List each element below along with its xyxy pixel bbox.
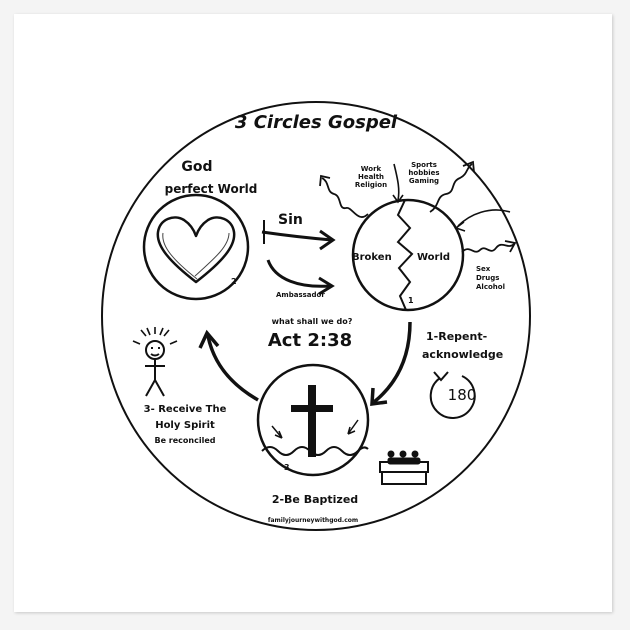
broken-world-circle [351,198,465,312]
poster-paper [14,14,612,612]
turn-180-icon [429,375,476,419]
baptism-pool-icon [379,450,429,485]
ambassador-arrow [266,259,331,288]
alcohol-label: Alcohol [476,283,505,291]
holy-spirit-label: Holy Spirit [155,420,215,431]
baptized-label: 2-Be Baptized [271,493,359,506]
god-circle [142,193,250,301]
health-label: Health [357,173,385,181]
sin-label: Sin [278,212,303,228]
sports-label: Sports [411,161,437,169]
broken-label: Broken [352,252,392,263]
hobbies-label: hobbies [408,169,440,177]
what-shall-label: what shall we do? [271,317,353,326]
perfect-world-label: perfect World [164,182,258,196]
squiggle-arrow-left [321,177,369,218]
acknowledge-label: acknowledge [422,348,504,361]
stick-figure-icon [132,327,178,397]
outer-circle [101,101,531,531]
work-label: Work [360,165,382,173]
ambassador-label: Ambassador [276,291,325,299]
sin-arrow [261,230,333,242]
website-label: familyjourneywithgod.com [267,517,359,524]
world-label: World [417,252,451,263]
receive-arrow [206,335,259,402]
squiggle-arrow-right [429,163,473,213]
reconciled-label: Be reconciled [154,436,216,445]
baptism-circle [256,363,370,477]
water-waves [261,446,369,456]
poster-title: 3 Circles Gospel [234,112,398,133]
circle-number-baptism: 3 [284,463,290,472]
crack-line [396,199,414,311]
verse-label: Act 2:38 [267,330,353,351]
work-arrow [393,163,400,201]
receive-label: 3- Receive The [143,404,227,415]
repent-arrow [372,321,412,404]
drugs-label: Drugs [476,274,500,282]
turn-180-number: 180 [447,386,477,404]
god-label: God [181,159,213,175]
circle-number-god: 2 [231,277,237,286]
religion-label: Religion [354,181,388,189]
circle-number-broken: 1 [408,296,414,305]
heart-icon [156,216,236,284]
gaming-label: Gaming [408,177,440,185]
repent-label: 1-Repent- [426,330,488,343]
cross-icon [291,385,333,457]
sex-label: Sex [476,265,491,273]
squiggle-arrow-lower [461,243,515,253]
